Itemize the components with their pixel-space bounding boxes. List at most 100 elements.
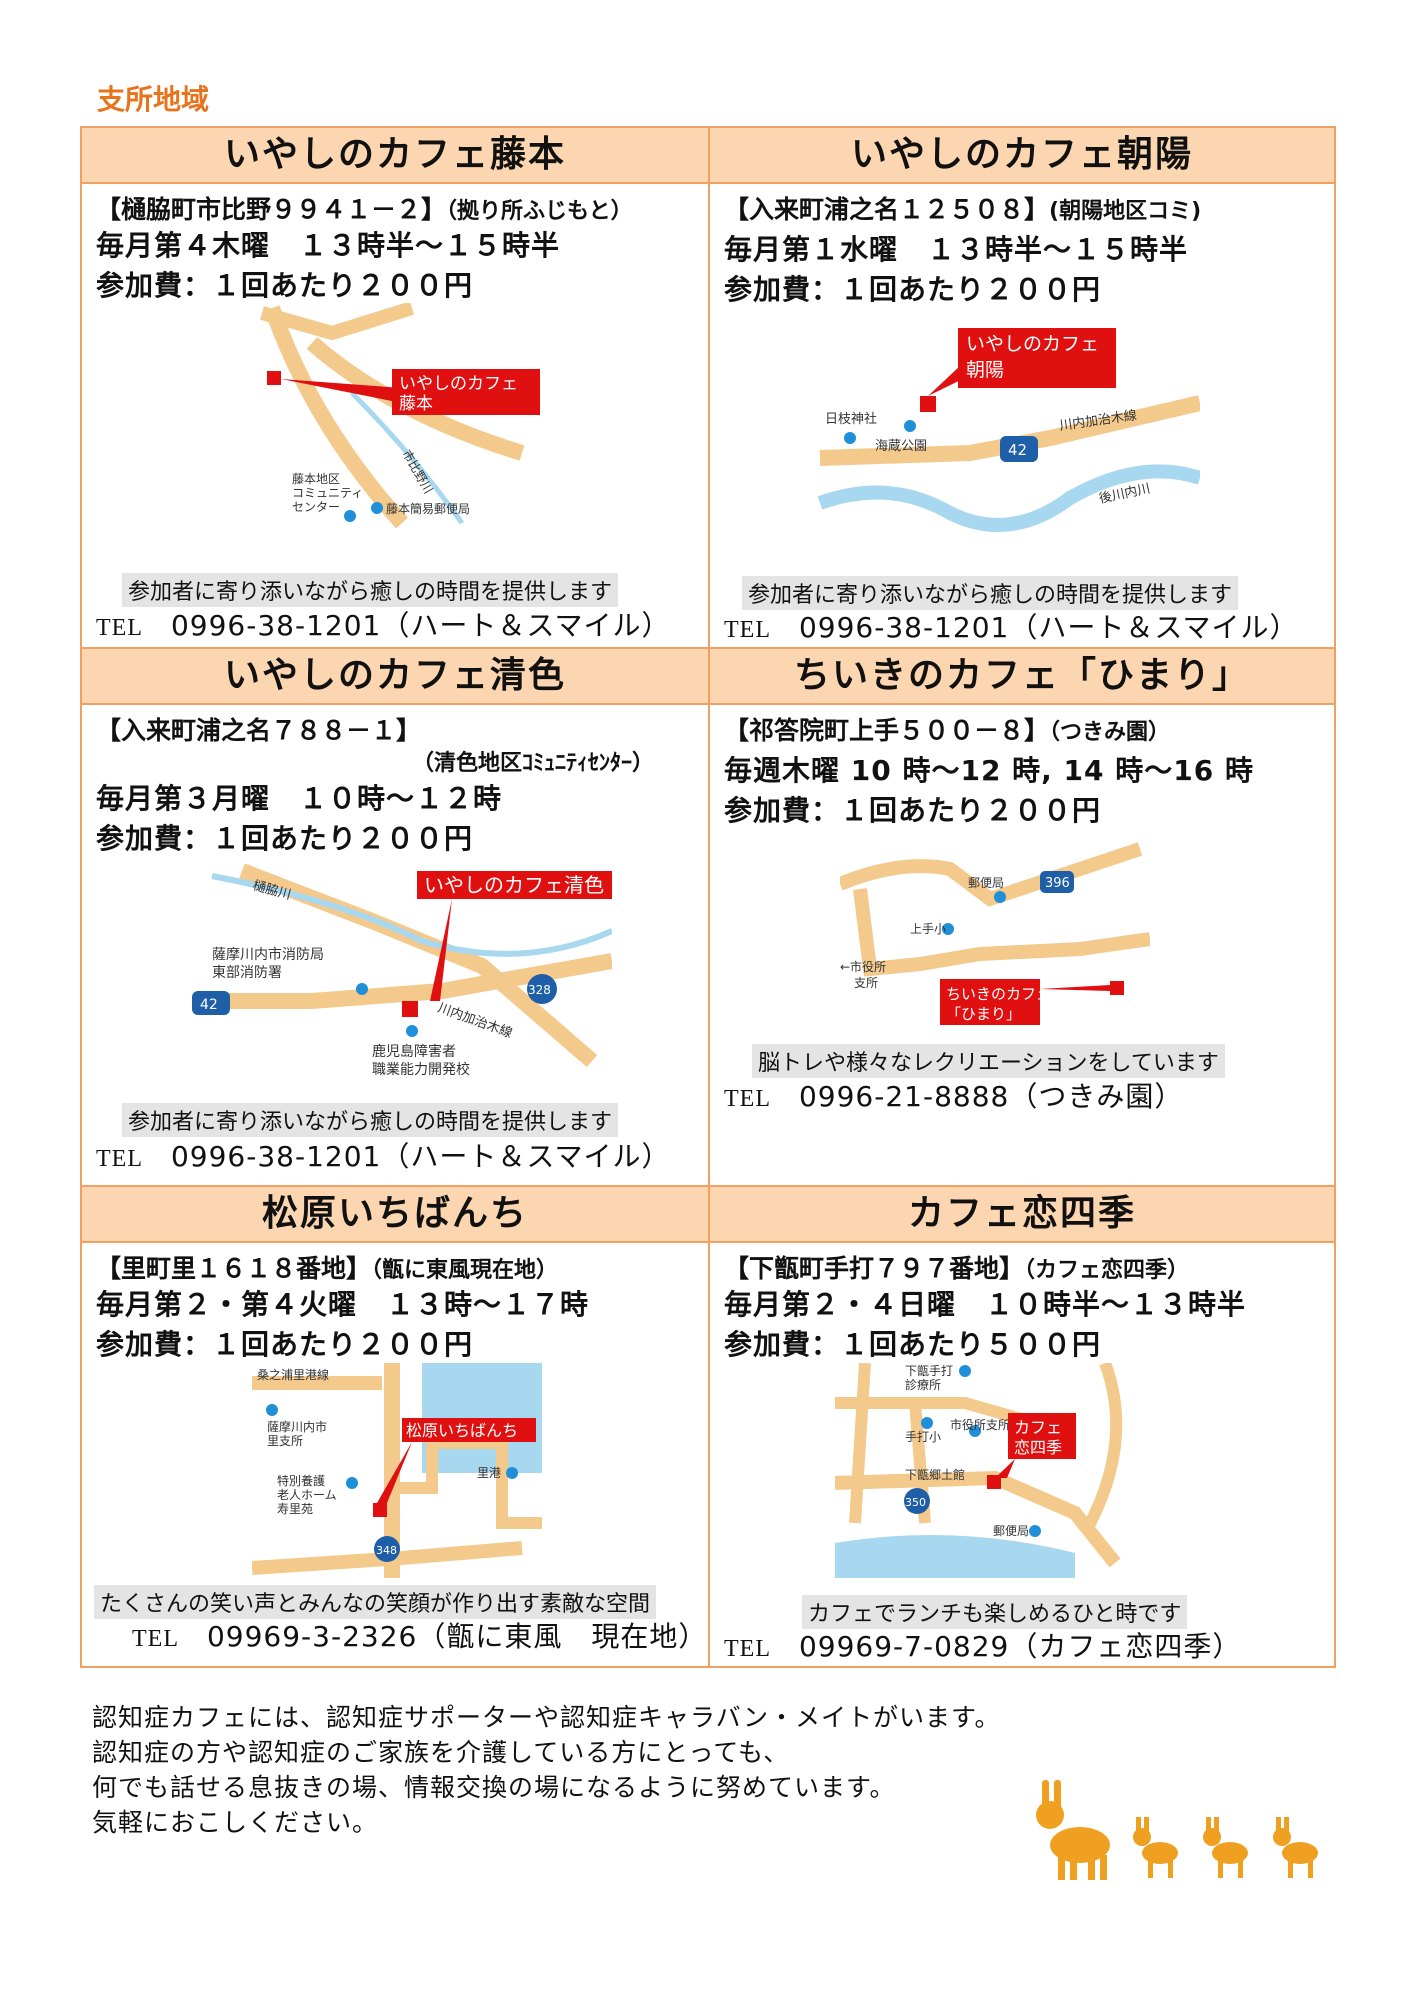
cafe-caption: 脳トレや様々なレクリエーションをしています (752, 1044, 1225, 1078)
map-label: 川内加治木線 (436, 1000, 515, 1042)
map-label: 藤本地区 (292, 472, 340, 486)
cafe-name: ちいきのカフェ「ひまり」 (710, 649, 1334, 705)
map-label: 手打小 (905, 1430, 941, 1444)
cafe-address: 【入来町浦之名７８８－１】 (96, 716, 422, 745)
deer-icon (1273, 1817, 1318, 1878)
cafe-schedule: 毎週木曜 10 時～12 時, 14 時～16 時 (724, 754, 1254, 787)
map-label: 里港 (477, 1466, 501, 1480)
deer-illustration (1036, 1780, 1318, 1880)
cafe-address: 【入来町浦之名１２５０８】(朝陽地区コミ) (724, 195, 1202, 224)
footer-line: 気軽におこしください。 (92, 1808, 379, 1837)
map-label: 里支所 (267, 1434, 303, 1448)
map-label: カフェ (1014, 1418, 1062, 1437)
map-label: 海蔵公園 (875, 439, 927, 454)
cafe-name: カフェ恋四季 (710, 1187, 1334, 1243)
map-label: 支所 (854, 976, 878, 990)
map-himari: 郵便局 396 上手小 ←市役所 支所 ちいきのカフェ 「ひまり」 (840, 842, 1150, 1025)
cafe-address: 【祁答院町上手５００－８】（つきみ園） (724, 716, 1171, 745)
cafe-name: 松原いちばんち (82, 1187, 708, 1243)
cafe-card-fujimoto: いやしのカフェ藤本 【樋脇町市比野９９４１－２】（拠り所ふじもと） 毎月第４木曜… (82, 128, 708, 647)
cafe-grid: いやしのカフェ藤本 【樋脇町市比野９９４１－２】（拠り所ふじもと） 毎月第４木曜… (80, 126, 1336, 1668)
map-label: 「ひまり」 (946, 1005, 1021, 1023)
map-label: いやしのカフェ (399, 374, 518, 394)
cafe-caption: 参加者に寄り添いながら癒しの時間を提供します (122, 573, 619, 607)
map-label: 市比野川 (399, 447, 436, 496)
map-label: 328 (528, 983, 551, 997)
map-label: 特別養護 (277, 1473, 325, 1488)
map-label: ←市役所 (840, 959, 886, 974)
map-label: 朝陽 (966, 359, 1004, 381)
column-divider (708, 128, 710, 1666)
footer-line: 何でも話せる息抜きの場、情報交換の場になるように努めています。 (92, 1773, 896, 1802)
map-label: ちいきのカフェ (946, 985, 1051, 1003)
map-label: 診療所 (905, 1377, 941, 1392)
map-fujimoto: いやしのカフェ 藤本 市比野川 藤本地区 コミュニティ センター 藤本簡易郵便局 (260, 303, 540, 529)
map-asahi: いやしのカフェ 朝陽 日枝神社 海蔵公園 42 川内加治木線 後川内川 (817, 328, 1200, 532)
map-label: 薩摩川内市消防局 (212, 946, 324, 963)
cafe-card-asahi: いやしのカフェ朝陽 【入来町浦之名１２５０８】(朝陽地区コミ) 毎月第１水曜 １… (710, 128, 1334, 647)
map-label: 郵便局 (968, 876, 1004, 890)
deer-icon (1036, 1780, 1110, 1880)
map-label: 郵便局 (993, 1524, 1029, 1538)
map-label: 寿里苑 (277, 1502, 313, 1516)
map-label: 350 (905, 1496, 926, 1509)
map-label: 42 (1008, 441, 1027, 459)
map-label: 日枝神社 (825, 411, 877, 427)
cafe-fee: 参加費：１回あたり２００円 (96, 822, 474, 855)
map-label: 桑之浦里港線 (257, 1367, 329, 1382)
footer-text: 認知症カフェには、認知症サポーターや認知症キャラバン・メイトがいます。 認知症の… (92, 1700, 1001, 1840)
cafe-caption: 参加者に寄り添いながら癒しの時間を提供します (122, 1103, 619, 1137)
map-label: 東部消防署 (212, 965, 282, 981)
map-label: いやしのカフェ (966, 333, 1099, 355)
map-label: いやしのカフェ清色 (424, 873, 604, 897)
cafe-schedule: 毎月第３月曜 １０時～１２時 (96, 782, 503, 815)
cafe-address: 【下甑町手打７９７番地】（カフェ恋四季） (724, 1254, 1190, 1283)
map-label: 老人ホーム (277, 1488, 337, 1502)
footer-line: 認知症の方や認知症のご家族を介護している方にとっても、 (92, 1738, 790, 1767)
cafe-card-matsubara: 松原いちばんち 【里町里１６１８番地】（甑に東風現在地） 毎月第２・第４火曜 １… (82, 1185, 708, 1666)
cafe-fee: 参加費：１回あたり２００円 (724, 273, 1102, 306)
map-label: 藤本簡易郵便局 (386, 501, 470, 516)
cafe-address: 【里町里１６１８番地】（甑に東風現在地） (96, 1254, 559, 1283)
map-label: 薩摩川内市 (267, 1419, 327, 1434)
cafe-caption: 参加者に寄り添いながら癒しの時間を提供します (742, 576, 1239, 610)
map-label: 松原いちばんち (406, 1421, 518, 1440)
cafe-caption: たくさんの笑い声とみんなの笑顔が作り出す素敵な空間 (94, 1585, 657, 1619)
cafe-name: いやしのカフェ朝陽 (710, 128, 1334, 184)
map-label: 396 (1045, 876, 1070, 891)
cafe-address: 【樋脇町市比野９９４１－２】（拠り所ふじもと） (96, 195, 633, 224)
map-label: コミュニティ (292, 486, 363, 500)
map-matsubara: 桑之浦里港線 薩摩川内市 里支所 松原いちばんち 里港 特別養護 老人ホーム 寿… (252, 1363, 542, 1578)
deer-icon (1133, 1817, 1178, 1878)
cafe-address-note: （清色地区ｺﾐｭﾆﾃｨｾﾝﾀｰ） (412, 751, 655, 776)
map-label: センター (292, 500, 340, 514)
map-label: 上手小 (910, 922, 946, 936)
cafe-card-koishiki: カフェ恋四季 【下甑町手打７９７番地】（カフェ恋四季） 毎月第２・４日曜 １０時… (710, 1185, 1334, 1666)
map-label: 42 (200, 997, 218, 1013)
map-koishiki: 下甑手打 診療所 手打小 市役所支所 カフェ 恋四季 下甑郷土館 350 郵便局 (835, 1363, 1123, 1578)
map-label: 下甑手打 (905, 1364, 953, 1378)
map-label: 藤本 (399, 394, 433, 414)
section-title: 支所地域 (97, 83, 210, 116)
map-label: 鹿児島障害者 (372, 1043, 456, 1060)
cafe-card-himari: ちいきのカフェ「ひまり」 【祁答院町上手５００－８】（つきみ園） 毎週木曜 10… (710, 647, 1334, 1185)
deer-icon (1203, 1817, 1248, 1878)
cafe-schedule: 毎月第２・第４火曜 １３時～１７時 (96, 1288, 590, 1321)
cafe-schedule: 毎月第４木曜 １３時半～１５時半 (96, 229, 561, 262)
map-label: 下甑郷土館 (905, 1467, 965, 1482)
map-label: 市役所支所 (950, 1417, 1010, 1432)
map-kiyoshiki: いやしのカフェ清色 樋脇川 薩摩川内市消防局 東部消防署 42 328 川内加治… (192, 863, 612, 1078)
map-label: 348 (376, 1544, 397, 1557)
cafe-card-kiyoshiki: いやしのカフェ清色 【入来町浦之名７８８－１】 （清色地区ｺﾐｭﾆﾃｨｾﾝﾀｰ）… (82, 647, 708, 1185)
cafe-name: いやしのカフェ藤本 (82, 128, 708, 184)
cafe-schedule: 毎月第１水曜 １３時半～１５時半 (724, 233, 1189, 266)
cafe-fee: 参加費：１回あたり２００円 (96, 269, 474, 302)
map-label: 職業能力開発校 (372, 1061, 470, 1078)
footer-line: 認知症カフェには、認知症サポーターや認知症キャラバン・メイトがいます。 (92, 1703, 1001, 1732)
